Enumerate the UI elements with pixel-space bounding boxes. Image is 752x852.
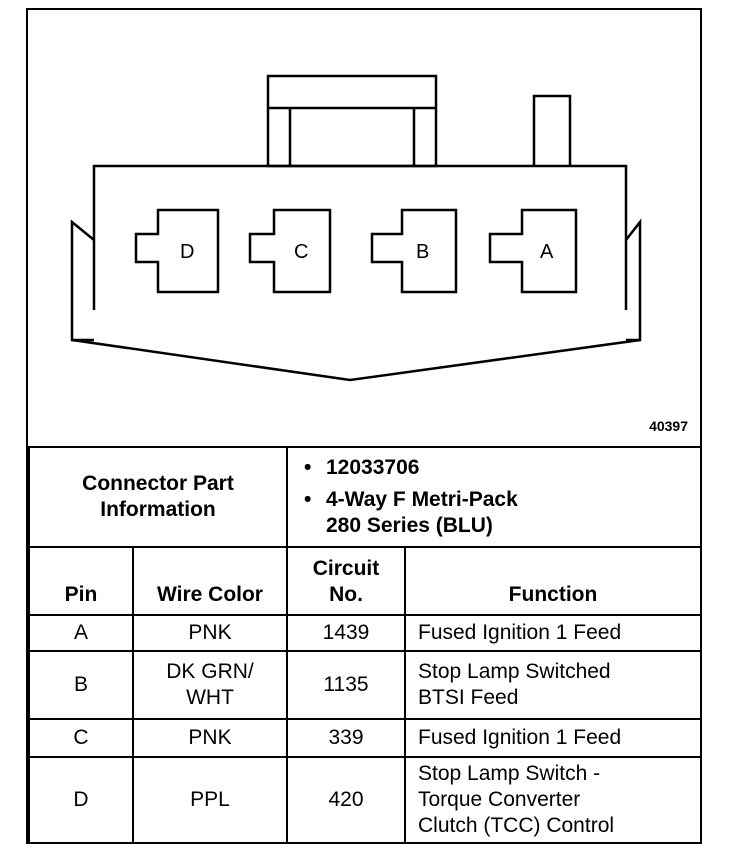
- row-d-function-line3: Clutch (TCC) Control: [418, 814, 615, 838]
- row-b-function-line2: BTSI Feed: [418, 686, 519, 709]
- row-d-circuit: 420: [286, 756, 406, 844]
- pin-cavity-b: [370, 208, 458, 294]
- connector-part-label-line1: Connector Part: [82, 471, 234, 495]
- row-b-wire-line1: DK GRN/: [166, 659, 254, 683]
- row-c-circuit: 339: [286, 718, 406, 758]
- connector-info-table: Connector Part Information • 12033706 • …: [28, 446, 702, 844]
- row-a-circuit: 1439: [286, 614, 406, 652]
- pin-cavity-a: [488, 208, 578, 294]
- row-c-function: Fused Ignition 1 Feed: [404, 718, 702, 758]
- header-circuit: Circuit No.: [286, 546, 406, 616]
- connector-part-label-line2: Information: [100, 498, 216, 521]
- connector-drawing: D C B A: [70, 74, 642, 382]
- row-d-function-line1: Stop Lamp Switch -: [418, 761, 601, 785]
- bullet-icon: •: [304, 455, 312, 479]
- connector-sheet: D C B A 40397 Connector Part Information…: [26, 8, 702, 844]
- row-b-function: Stop Lamp Switched BTSI Feed: [404, 650, 702, 720]
- top-latch: [266, 74, 438, 168]
- bullet-icon: •: [304, 487, 312, 511]
- row-a-function: Fused Ignition 1 Feed: [404, 614, 702, 652]
- table-header-row: Pin Wire Color Circuit No. Function: [28, 546, 702, 616]
- part-number-line: • 12033706: [304, 455, 700, 481]
- pin-cavity-c: [248, 208, 332, 294]
- connector-part-info: • 12033706 • 4-Way F Metri-Pack 280 Seri…: [286, 446, 702, 548]
- row-a-wire: PNK: [132, 614, 288, 652]
- connector-diagram: D C B A 40397: [28, 10, 700, 446]
- row-c-pin: C: [28, 718, 134, 758]
- header-wire-color: Wire Color: [132, 546, 288, 616]
- row-d-function: Stop Lamp Switch - Torque Converter Clut…: [404, 756, 702, 844]
- row-c-function-line1: Fused Ignition 1 Feed: [418, 725, 622, 749]
- right-tab: [532, 94, 572, 166]
- row-c-wire-line1: PNK: [188, 725, 232, 749]
- header-pin: Pin: [28, 546, 134, 616]
- row-a-function-line1: Fused Ignition 1 Feed: [418, 620, 622, 644]
- pin-letter-d: D: [180, 241, 194, 263]
- description-line1: 4-Way F Metri-Pack: [326, 487, 518, 511]
- pin-cavity-d: [134, 208, 220, 294]
- connector-part-row: Connector Part Information • 12033706 • …: [28, 446, 702, 548]
- pin-letter-c: C: [294, 241, 308, 263]
- figure-id: 40397: [649, 418, 688, 434]
- row-b-function-line1: Stop Lamp Switched: [418, 659, 611, 683]
- row-a-wire-line1: PNK: [188, 620, 232, 644]
- table-row: D PPL 420 Stop Lamp Switch - Torque Conv…: [28, 756, 702, 844]
- row-a-pin: A: [28, 614, 134, 652]
- row-d-wire-line1: PPL: [190, 787, 230, 811]
- row-b-wire: DK GRN/ WHT: [132, 650, 288, 720]
- row-d-function-line2: Torque Converter: [418, 787, 581, 811]
- description-line: • 4-Way F Metri-Pack: [304, 487, 700, 513]
- connector-part-label: Connector Part Information: [28, 446, 288, 548]
- pin-letter-b: B: [416, 241, 429, 263]
- table-row: B DK GRN/ WHT 1135 Stop Lamp Switched BT…: [28, 650, 702, 720]
- table-row: C PNK 339 Fused Ignition 1 Feed: [28, 718, 702, 758]
- row-c-wire: PNK: [132, 718, 288, 758]
- description-line2: 280 Series (BLU): [326, 514, 493, 538]
- header-circuit-line1: Circuit: [312, 556, 380, 580]
- header-circuit-line2: No.: [329, 582, 363, 606]
- part-number: 12033706: [326, 455, 420, 479]
- description-line-2: 280 Series (BLU): [326, 513, 700, 539]
- header-function: Function: [404, 546, 702, 616]
- connector-body: [70, 164, 642, 382]
- row-d-pin: D: [28, 756, 134, 844]
- row-b-wire-line2: WHT: [186, 686, 234, 709]
- row-b-circuit: 1135: [286, 650, 406, 720]
- table-row: A PNK 1439 Fused Ignition 1 Feed: [28, 614, 702, 652]
- row-d-wire: PPL: [132, 756, 288, 844]
- pin-letter-a: A: [540, 241, 554, 263]
- row-b-pin: B: [28, 650, 134, 720]
